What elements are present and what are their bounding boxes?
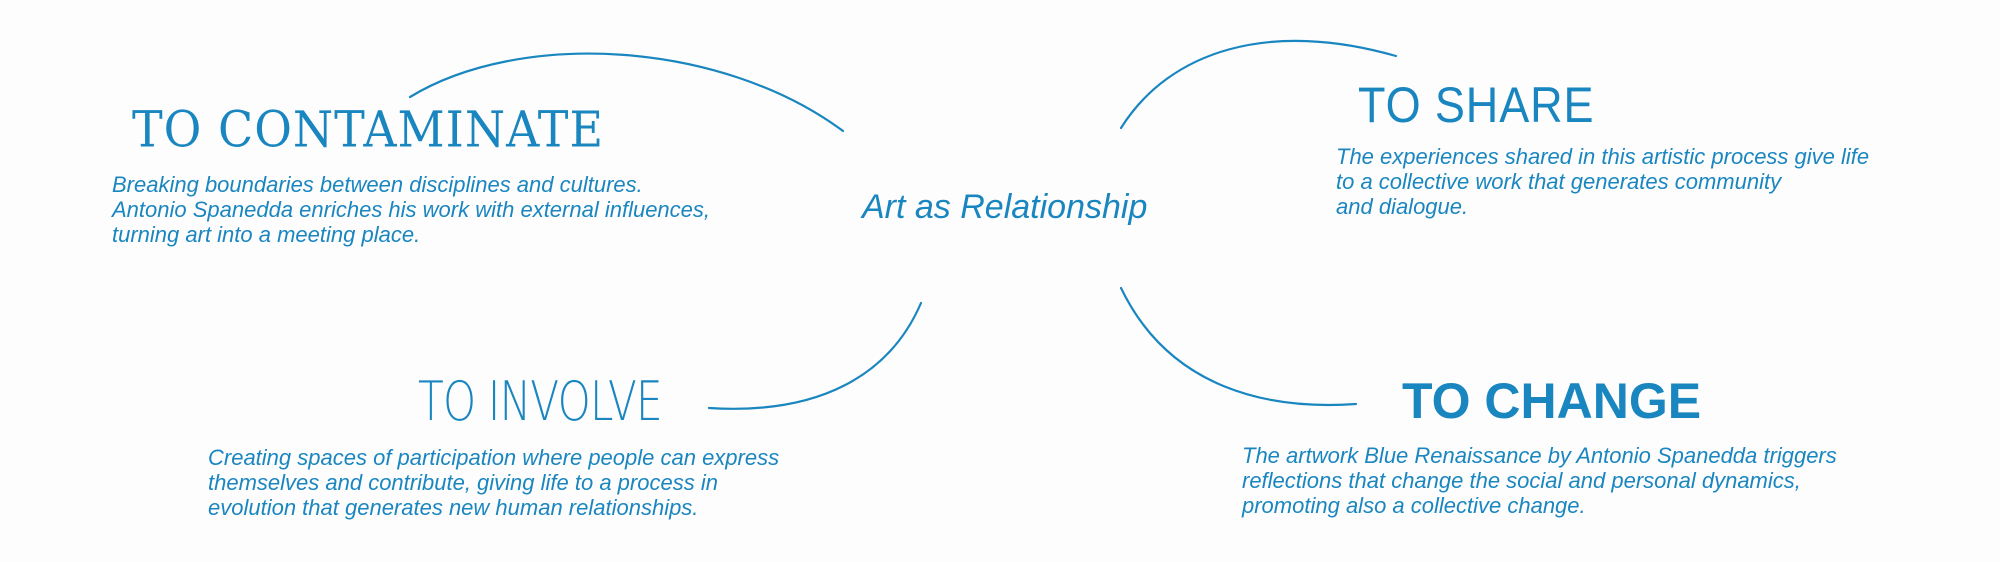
center-title: Art as Relationship <box>862 188 1148 226</box>
arc-bottom-left <box>707 301 923 410</box>
arc-top-right <box>1119 39 1398 130</box>
description-to-share: The experiences shared in this artistic … <box>1336 144 1870 219</box>
arc-top-left <box>408 52 845 133</box>
description-to-contaminate: Breaking boundaries between disciplines … <box>112 172 711 247</box>
description-to-change: The artwork Blue Renaissance by Antonio … <box>1242 443 1837 518</box>
heading-to-change: TO CHANGE <box>1402 373 1702 429</box>
heading-to-contaminate: TO CONTAMINATE <box>132 100 605 159</box>
arc-bottom-right <box>1119 286 1358 407</box>
heading-to-share: TO SHARE <box>1358 77 1595 133</box>
description-to-involve: Creating spaces of participation where p… <box>208 445 780 520</box>
heading-to-involve: TO INVOLVE <box>418 370 663 433</box>
